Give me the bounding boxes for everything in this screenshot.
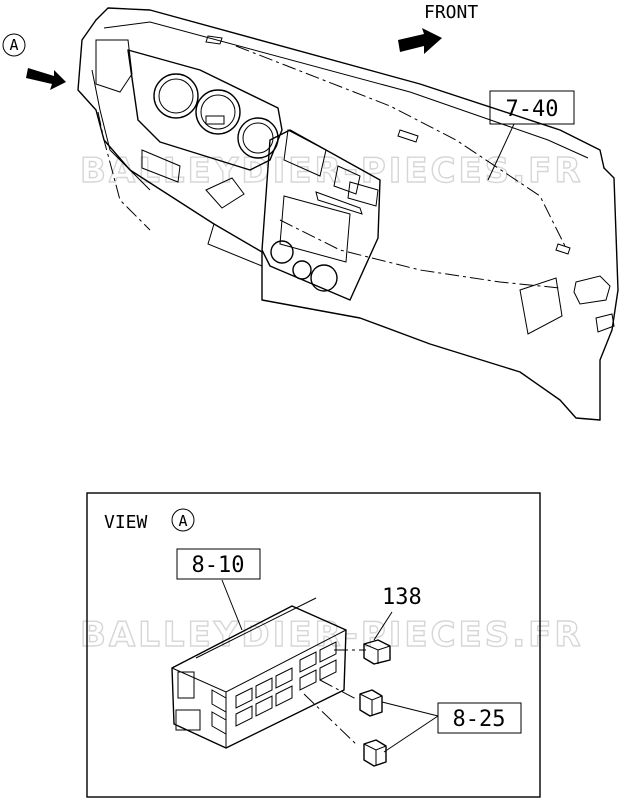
bulb-138 (363, 639, 391, 665)
ref-138-text: 138 (382, 585, 422, 610)
control-module (171, 597, 347, 749)
view-a-frame (86, 492, 541, 798)
ref-8-25-text: 8-25 (453, 707, 506, 732)
socket-upper (359, 689, 383, 717)
watermark-top: BALLEYDIER-PIECES.FR (80, 151, 584, 191)
callout-a-letter: A (9, 36, 18, 54)
ref-8-25: 8-25 (381, 701, 522, 753)
socket-lower (363, 739, 387, 767)
view-a-title: VIEW A (104, 508, 195, 533)
callout-a: A (2, 33, 26, 57)
left-arrow-icon (26, 68, 66, 90)
ref-8-10-text: 8-10 (192, 553, 245, 578)
dashboard-illustration (77, 7, 619, 421)
ref-8-10: 8-10 (176, 548, 261, 631)
ref-7-40: 7-40 (487, 90, 575, 181)
front-arrow-icon (398, 28, 442, 54)
front-label: FRONT (424, 2, 478, 23)
view-a-letter: A (178, 512, 187, 530)
view-a-prefix: VIEW (104, 512, 148, 533)
watermark-bottom: BALLEYDIER-PIECES.FR (80, 615, 584, 655)
ref-7-40-text: 7-40 (506, 97, 559, 122)
